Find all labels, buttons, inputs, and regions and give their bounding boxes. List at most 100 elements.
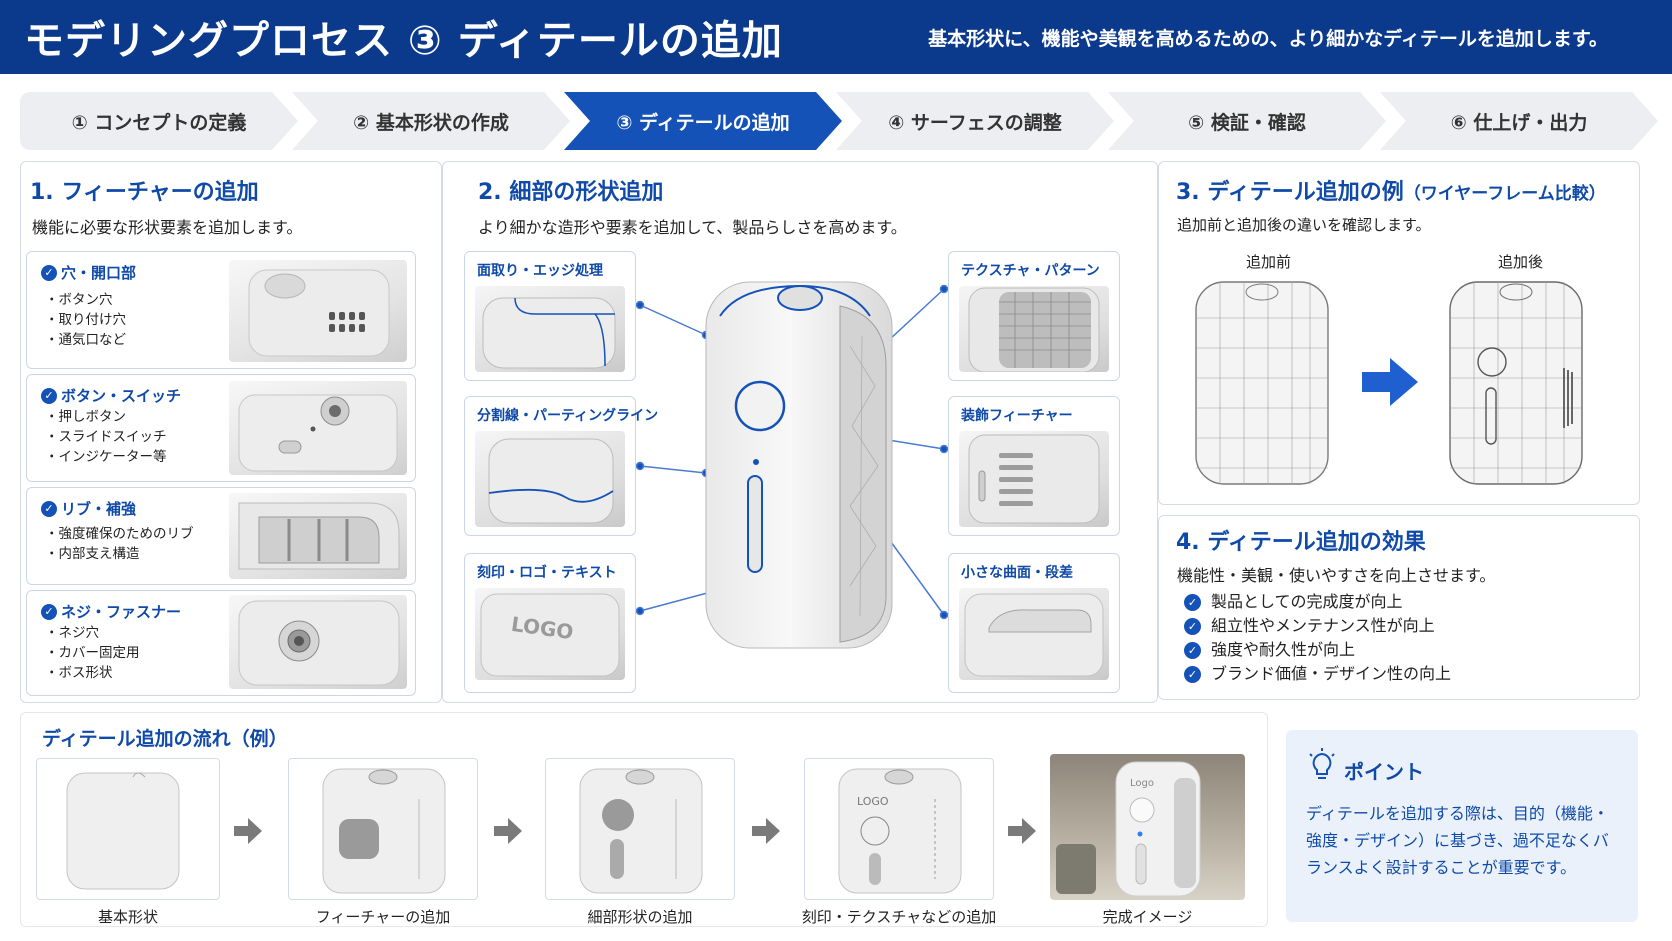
detail-card-chamfer: 面取り・エッジ処理 <box>464 251 636 381</box>
step-label: ③ ディテールの追加 <box>616 111 790 134</box>
effect-item: ✓ ブランド価値・デザイン性の向上 <box>1184 662 1451 686</box>
effect-panel-desc: 機能性・美観・使いやすさを向上させます。 <box>1177 566 1496 585</box>
detail-panel-title: 2. 細部の形状追加 <box>478 180 664 205</box>
wireframe-title-main: 3. ディテール追加の例 <box>1176 180 1404 205</box>
flow-label: 細部形状の追加 <box>587 908 693 926</box>
flow-image-final: Logo <box>1050 754 1245 900</box>
feature-card-ribs: ✓リブ・補強 ・強度確保のためのリブ ・内部支え構造 <box>26 487 416 585</box>
wireframe-before-image <box>1195 281 1329 485</box>
parting-line-image <box>475 431 625 527</box>
buttons-image <box>229 381 407 475</box>
list-item: ・通気口など <box>45 332 126 348</box>
product-model-image <box>705 281 893 649</box>
holes-image <box>229 260 407 362</box>
list-item: ・強度確保のためのリブ <box>45 526 194 542</box>
list-item: ・カバー固定用 <box>45 645 140 661</box>
list-item: ・スライドスイッチ <box>45 429 167 445</box>
feature-card-buttons: ✓ボタン・スイッチ ・押しボタン ・スライドスイッチ ・インジケーター等 <box>26 374 416 482</box>
effect-item: ✓ 組立性やメンテナンス性が向上 <box>1184 614 1451 638</box>
check-icon: ✓ <box>1184 665 1201 683</box>
detail-card-title: 装飾フィーチャー <box>961 408 1073 424</box>
step-label: ② 基本形状の作成 <box>353 111 509 134</box>
step-label: ① コンセプトの定義 <box>71 111 247 134</box>
detail-panel-desc: より細かな造形や要素を追加して、製品らしさを高めます。 <box>478 218 907 237</box>
detail-card-logo: 刻印・ロゴ・テキスト LOGO <box>464 553 636 693</box>
step-label: ⑥ 仕上げ・出力 <box>1450 111 1588 134</box>
detail-card-title: テクスチャ・パターン <box>961 263 1100 279</box>
effect-item-text: 組立性やメンテナンス性が向上 <box>1211 616 1435 635</box>
feature-card-list: ・ボタン穴 ・取り付け穴 ・通気口など <box>45 290 126 350</box>
flow-label: フィーチャーの追加 <box>315 908 451 926</box>
flow-image-basic <box>36 758 220 900</box>
chamfer-image <box>475 286 625 372</box>
wireframe-panel-title: 3. ディテール追加の例（ワイヤーフレーム比較） <box>1176 174 1606 206</box>
feature-panel-title: 1. フィーチャーの追加 <box>30 180 259 205</box>
logo-text: Logo <box>1130 778 1154 789</box>
effect-item: ✓ 強度や耐久性が向上 <box>1184 638 1451 662</box>
wireframe-after-image <box>1449 281 1583 485</box>
effect-item-text: 強度や耐久性が向上 <box>1211 640 1356 659</box>
arrow-right-icon <box>234 818 262 844</box>
effect-item: ✓製品としての完成度が向上 <box>1184 590 1451 614</box>
lightbulb-icon <box>1309 748 1335 779</box>
feature-card-list: ・押しボタン ・スライドスイッチ ・インジケーター等 <box>45 407 167 467</box>
step-2[interactable]: ② 基本形状の作成 <box>292 92 570 150</box>
check-icon: ✓ <box>1184 641 1201 659</box>
check-icon: ✓ <box>41 387 57 404</box>
flow-label: 刻印・テクスチャなどの追加 <box>801 908 997 926</box>
logo-text: LOGO <box>857 795 889 808</box>
page-title: モデリングプロセス ③ ディテールの追加 <box>24 18 783 64</box>
effect-panel <box>1158 515 1640 700</box>
detail-card-curve-step: 小さな曲面・段差 <box>948 553 1120 693</box>
point-box: ポイント ディテールを追加する際は、目的（機能・強度・デザイン）に基づき、過不足… <box>1286 730 1638 922</box>
step-6[interactable]: ⑥ 仕上げ・出力 <box>1380 92 1658 150</box>
list-item: ・ボス形状 <box>45 665 113 681</box>
check-icon: ✓ <box>41 500 57 517</box>
step-3-active[interactable]: ③ ディテールの追加 <box>564 92 842 150</box>
feature-panel-desc: 機能に必要な形状要素を追加します。 <box>32 218 303 237</box>
list-item: ・ネジ穴 <box>45 625 99 641</box>
arrow-right-icon <box>494 818 522 844</box>
step-5[interactable]: ⑤ 検証・確認 <box>1108 92 1386 150</box>
check-icon: ✓ <box>41 264 57 281</box>
effect-item-text: ブランド価値・デザイン性の向上 <box>1211 664 1452 683</box>
screws-image <box>229 595 407 689</box>
detail-card-title: 小さな曲面・段差 <box>961 565 1073 581</box>
flow-image-detail <box>545 758 735 900</box>
wireframe-title-suffix: （ワイヤーフレーム比較） <box>1403 184 1606 204</box>
list-item: ・取り付け穴 <box>45 312 126 328</box>
wireframe-panel-desc: 追加前と追加後の違いを確認します。 <box>1177 216 1431 234</box>
after-label: 追加後 <box>1498 253 1544 271</box>
page-header: モデリングプロセス ③ ディテールの追加 基本形状に、機能や美観を高めるための、… <box>0 0 1672 74</box>
feature-card-list: ・ネジ穴 ・カバー固定用 ・ボス形状 <box>45 623 140 683</box>
feature-card-title: ボタン・スイッチ <box>61 387 182 405</box>
detail-card-decoration: 装飾フィーチャー <box>948 396 1120 536</box>
arrow-right-icon <box>1362 358 1418 406</box>
logo-engrave-image: LOGO <box>475 588 625 680</box>
effect-item-text: 製品としての完成度が向上 <box>1211 592 1403 611</box>
list-item: ・押しボタン <box>45 409 126 425</box>
list-item: ・内部支え構造 <box>45 546 140 562</box>
flow-label: 基本形状 <box>97 908 158 926</box>
process-steps: ① コンセプトの定義 ② 基本形状の作成 ③ ディテールの追加 ④ サーフェスの… <box>20 92 1652 150</box>
before-label: 追加前 <box>1246 253 1292 271</box>
step-4[interactable]: ④ サーフェスの調整 <box>836 92 1114 150</box>
point-text: ディテールを追加する際は、目的（機能・強度・デザイン）に基づき、過不足なくバラン… <box>1306 804 1609 877</box>
detail-card-texture: テクスチャ・パターン <box>948 251 1120 381</box>
step-label: ④ サーフェスの調整 <box>888 111 1062 134</box>
flow-image-engrave: LOGO <box>804 758 994 900</box>
effect-list: ✓製品としての完成度が向上 ✓組立性やメンテナンス性が向上 ✓強度や耐久性が向上… <box>1184 590 1451 686</box>
step-1[interactable]: ① コンセプトの定義 <box>20 92 298 150</box>
detail-card-title: 分割線・パーティングライン <box>477 408 659 424</box>
decoration-image <box>959 431 1109 527</box>
step-label: ⑤ 検証・確認 <box>1188 111 1306 134</box>
point-title: ポイント <box>1344 760 1424 784</box>
detail-card-title: 面取り・エッジ処理 <box>477 263 603 279</box>
check-icon: ✓ <box>1184 617 1201 635</box>
detail-card-parting-line: 分割線・パーティングライン <box>464 396 658 536</box>
flow-image-feature <box>288 758 478 900</box>
feature-card-title: ネジ・ファスナー <box>61 603 182 621</box>
feature-card-holes: ✓穴・開口部 ・ボタン穴 ・取り付け穴 ・通気口など <box>26 251 416 369</box>
feature-card-screws: ✓ネジ・ファスナー ・ネジ穴 ・カバー固定用 ・ボス形状 <box>26 590 416 696</box>
texture-image <box>959 286 1109 372</box>
